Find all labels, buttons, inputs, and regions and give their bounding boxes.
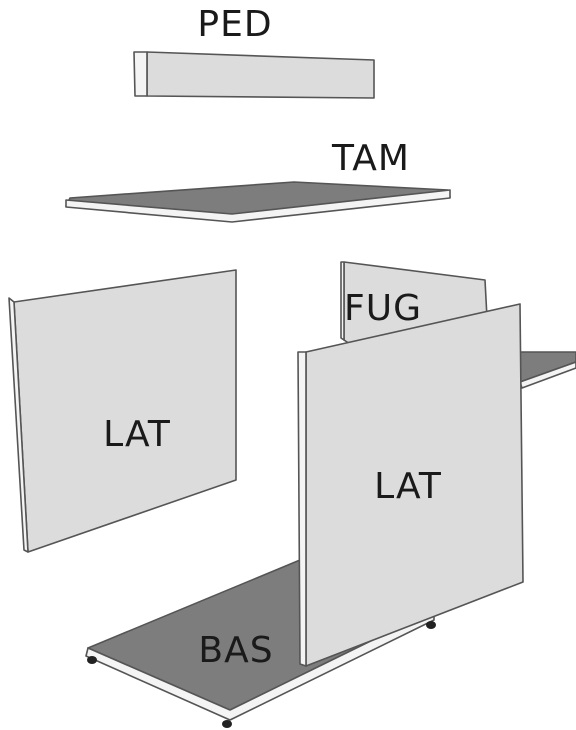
foot-front <box>222 720 232 728</box>
ped-panel <box>133 51 375 99</box>
fug-label: FUG <box>344 288 422 329</box>
foot-left <box>87 656 97 664</box>
foot-right <box>426 621 436 629</box>
lat-right-panel <box>297 303 524 667</box>
tam-label: TAM <box>331 138 410 179</box>
ped-label: PED <box>197 4 272 45</box>
shelf-panel <box>517 351 576 389</box>
bas-label: BAS <box>198 630 273 671</box>
tam-panel <box>65 181 451 223</box>
lat-left-panel <box>8 269 237 553</box>
lat-left-label: LAT <box>103 414 171 455</box>
lat-right-label: LAT <box>374 466 442 507</box>
